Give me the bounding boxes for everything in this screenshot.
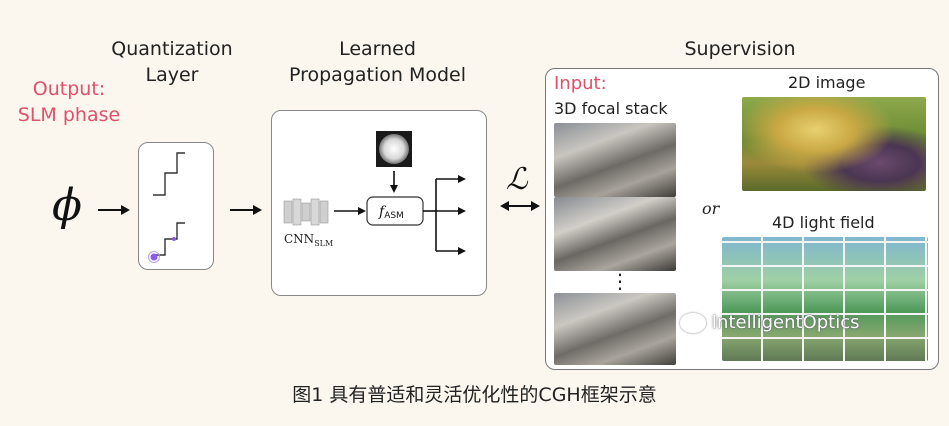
phi-symbol: ϕ — [52, 180, 82, 231]
focal-stack-image-1 — [554, 123, 676, 197]
focal-stack-image-2 — [554, 197, 676, 271]
quantization-staircase-icon — [148, 152, 185, 263]
arrow-quant-to-model — [253, 205, 262, 215]
staircase-upper — [153, 152, 185, 196]
arrow-phi-to-quant — [121, 205, 130, 215]
output-label: Output: SLM phase — [4, 76, 134, 128]
cnn-layers-icon — [283, 198, 329, 226]
figure-caption: 图1 具有普适和灵活优化性的CGH框架示意 — [292, 384, 657, 406]
purple-dot-small — [172, 237, 176, 241]
output-arrow-middle — [458, 207, 466, 215]
cnn-text: CNN — [284, 232, 314, 246]
quantization-layer-box — [138, 142, 214, 270]
lightfield-label: 4D light field — [772, 213, 875, 232]
lightfield-grid — [722, 237, 928, 361]
loss-symbol: ℒ — [506, 162, 528, 197]
image-2d-picture — [742, 97, 926, 191]
learned-propagation-internals: CNNSLM fASM — [283, 131, 466, 255]
learned-title-line2: Propagation Model — [288, 64, 467, 86]
cnn-label: CNNSLM — [284, 232, 333, 248]
staircase-lower — [153, 222, 185, 256]
or-label: or — [702, 199, 720, 218]
cnn-subscript: SLM — [314, 239, 333, 248]
arrow-cnn-to-fasm — [358, 207, 366, 215]
watermark-text: IntelligentOptics — [711, 312, 860, 333]
learned-propagation-box: CNNSLM fASM — [271, 110, 487, 296]
loss-arrow-left — [500, 201, 509, 211]
input-label: Input: — [554, 73, 607, 94]
output-arrow-bottom — [458, 247, 466, 255]
focal-stack-image-3 — [554, 293, 676, 365]
quantization-title-line2: Layer — [145, 64, 199, 86]
focal-stack-ellipsis: ⋮ — [610, 269, 630, 293]
purple-dot-large — [150, 253, 158, 261]
output-label-line2: SLM phase — [17, 104, 121, 126]
fasm-f: f — [378, 204, 387, 220]
focal-stack-label: 3D focal stack — [554, 99, 668, 118]
purple-dot-ring — [148, 251, 160, 263]
supervision-title: Supervision — [684, 38, 796, 60]
wechat-icon — [680, 313, 706, 333]
watermark: IntelligentOptics — [680, 312, 859, 333]
arrow-kernel-to-fasm — [390, 185, 398, 193]
quantization-layer-title: Quantization Layer — [92, 36, 252, 88]
supervision-box: Input: 3D focal stack 2D image or 4D lig… — [545, 68, 939, 370]
image-2d-label: 2D image — [788, 73, 866, 92]
learned-propagation-title: Learned Propagation Model — [265, 36, 490, 88]
output-label-line1: Output: — [32, 78, 106, 100]
fasm-subscript: ASM — [384, 211, 404, 221]
output-arrow-top — [458, 175, 466, 183]
learned-title-line1: Learned — [339, 38, 416, 60]
fasm-label: fASM — [378, 204, 404, 221]
quantization-title-line1: Quantization — [111, 38, 233, 60]
loss-arrow-right — [531, 201, 540, 211]
